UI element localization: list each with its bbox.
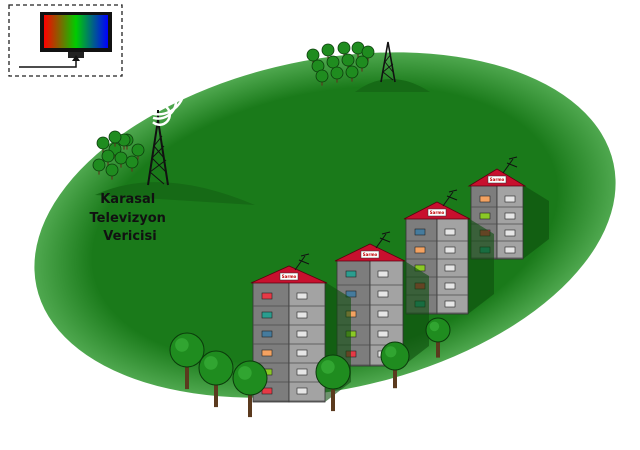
tree-icon [326,55,340,72]
transmitter-label: Karasal Televizyon Vericisi [90,192,171,244]
tree-icon [341,53,355,70]
tree-icon [311,59,325,76]
tree-icon [330,66,344,83]
hill-distant [355,79,430,92]
tree-icon [306,48,320,65]
tree-icon [337,41,351,58]
tree-icon [101,149,115,166]
tree-icon [96,136,110,153]
tree-icon [321,43,335,60]
tree-icon [125,155,139,172]
tree-icon [315,354,351,412]
tree-icon [345,65,359,82]
roof-plate-text: Sarmo [282,274,297,279]
hill-main [95,182,255,205]
transmitter-label-line-3: Vericisi [103,229,156,244]
tree-icon [355,55,369,72]
roof-plate-text: Sarmo [430,210,445,215]
transmitter-tower-icon [147,82,186,186]
roof-plate-text: Sarmo [490,177,505,182]
tree-icon [380,341,410,389]
tree-icon [92,158,106,175]
tree-cluster-top [306,41,375,86]
tree-icon [108,130,122,147]
tree-icon [232,360,268,418]
tree-icon [131,143,145,160]
tree-cluster-left [92,130,145,180]
tree-icon [114,151,128,168]
distant-transmitter-tower-icon [378,22,398,83]
roof-plate: Sarmo [279,272,299,281]
roof-plate: Sarmo [360,250,380,259]
roof-plate-text: Sarmo [363,252,378,257]
roof-plate: Sarmo [427,208,447,217]
tree-icon [351,41,365,58]
transmitter-label-line-1: Karasal [100,192,155,207]
transmitter-label-line-2: Televizyon [90,211,166,226]
tree-icon [105,163,119,180]
tree-icon [169,332,205,390]
tv-inset [8,4,123,77]
apartment-building: Sarmo [334,231,429,367]
foreground-trees [169,317,451,418]
tree-icon [198,350,234,408]
tv-icon [19,12,112,68]
tree-icon [361,45,375,62]
tree-icon [315,69,329,86]
tree-icon [425,317,451,358]
roof-plate: Sarmo [487,175,507,184]
